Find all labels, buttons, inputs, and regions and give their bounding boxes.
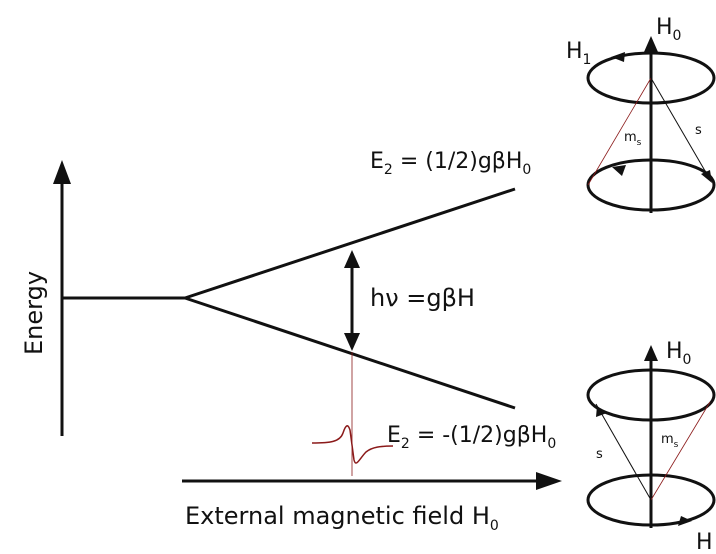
bottom-spin-vector xyxy=(595,403,652,501)
top-field-arrowhead xyxy=(644,36,658,52)
bottom-field-arrowhead xyxy=(644,345,658,361)
lower-level-label: E2 = -(1/2)gβH0 xyxy=(387,423,556,452)
top-ms-label: ms xyxy=(624,130,642,148)
bottom-precession-diagram: H0 H ms s xyxy=(586,339,716,554)
upper-level-label: E2 = (1/2)gβH0 xyxy=(370,149,531,178)
top-spin-arrowhead xyxy=(701,170,712,183)
field-axis-arrowhead xyxy=(536,472,562,490)
top-field-label: H0 xyxy=(656,15,681,44)
top-ms-projection xyxy=(587,77,652,186)
top-spin-vector xyxy=(650,77,709,177)
bottom-lower-orbit-arrowhead xyxy=(678,516,692,526)
bottom-ms-projection xyxy=(650,401,711,501)
field-axis-label: External magnetic field H0 xyxy=(185,502,499,534)
top-lower-orbit-arrowhead xyxy=(612,165,626,176)
top-precession-diagram: H0 H1 ms s xyxy=(566,15,716,213)
lower-level-line xyxy=(184,296,516,410)
energy-axis-label: Energy xyxy=(20,271,48,355)
energy-axis-arrowhead xyxy=(53,160,71,184)
upper-level-line xyxy=(184,187,516,300)
bottom-rf-field-label: H xyxy=(696,530,713,554)
bottom-spin-label: s xyxy=(596,447,603,462)
bottom-field-label: H0 xyxy=(666,339,691,368)
transition-arrowhead-top xyxy=(344,250,360,268)
bottom-ms-label: ms xyxy=(661,432,679,450)
top-upper-orbit-arrowhead xyxy=(611,52,625,62)
absorption-derivative-signal xyxy=(311,425,394,464)
top-spin-label: s xyxy=(695,123,702,138)
transition-arrowhead-bottom xyxy=(344,333,360,351)
transition-label: hν =gβH xyxy=(370,284,475,312)
top-rf-field-label: H1 xyxy=(566,39,591,68)
